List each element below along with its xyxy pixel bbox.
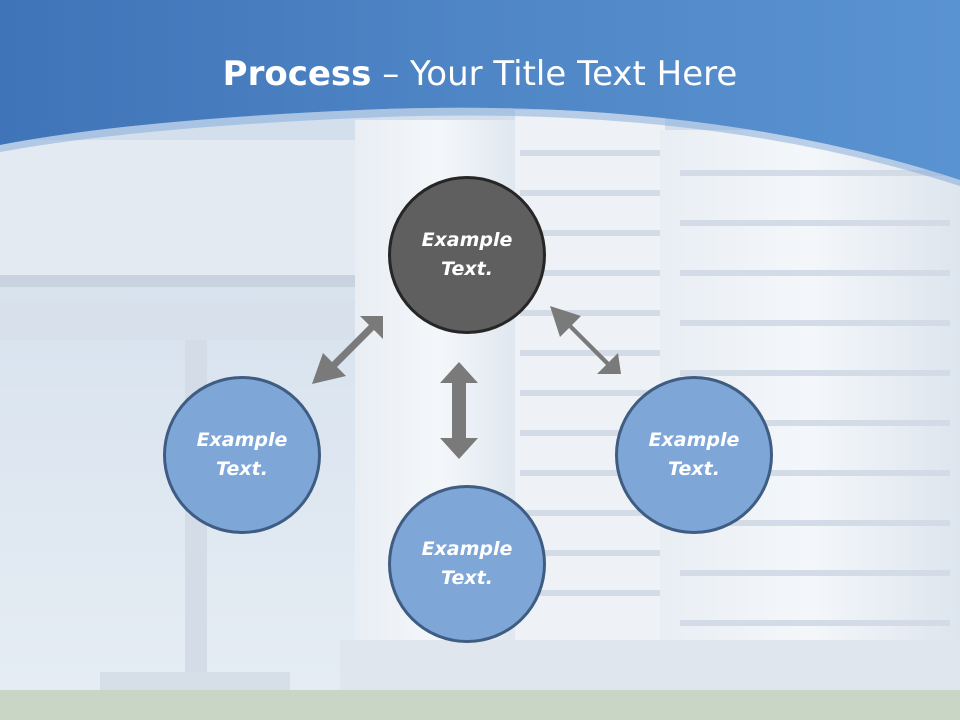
process-node-top: Example Text. <box>388 176 546 334</box>
slide-title: Process – Your Title Text Here <box>0 54 960 94</box>
title-bold: Process <box>222 54 372 94</box>
node-bottom-label: Example Text. <box>421 538 513 589</box>
node-top-label: Example Text. <box>421 229 513 280</box>
title-rest: Your Title Text Here <box>410 54 738 94</box>
process-node-bottom: Example Text. <box>388 485 546 643</box>
process-node-right: Example Text. <box>615 376 773 534</box>
node-left-label: Example Text. <box>196 429 288 480</box>
process-node-left: Example Text. <box>163 376 321 534</box>
node-right-label: Example Text. <box>648 429 740 480</box>
title-dash: – <box>371 54 411 94</box>
